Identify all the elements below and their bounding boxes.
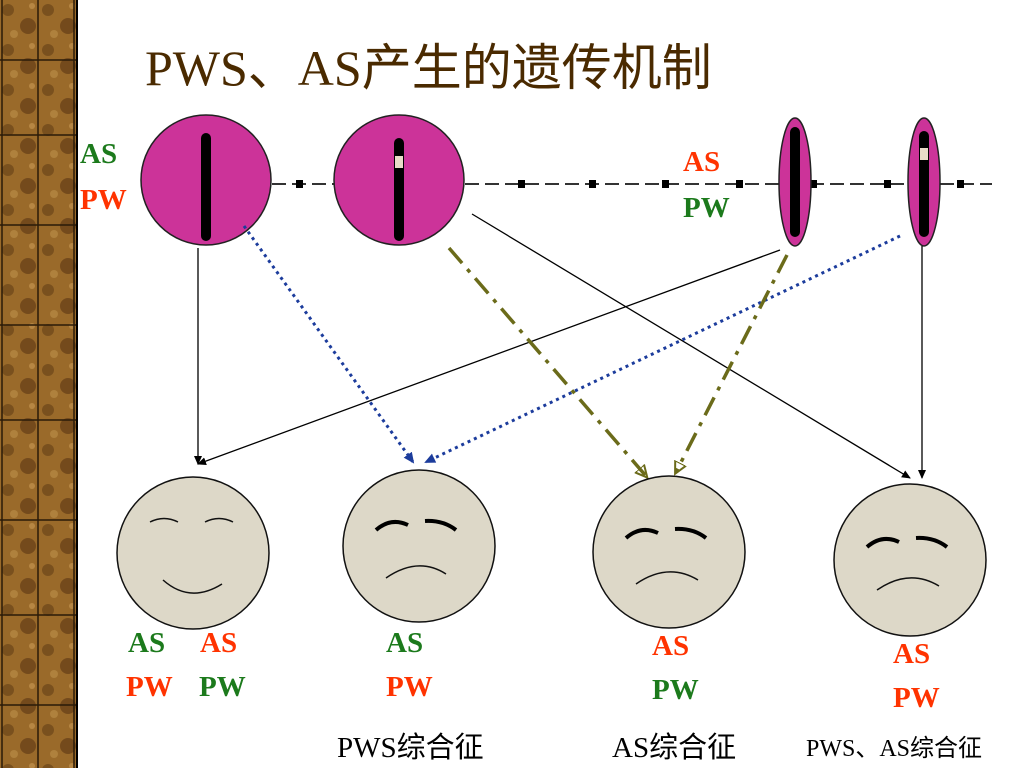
child-normal-label-as-2: AS [200,627,238,659]
caption-as: AS综合征 [612,732,737,764]
parent-left-label-pw: PW [80,184,127,216]
page-title: PWS、AS产生的遗传机制 [145,40,712,96]
child-pws-as-label-as: AS [893,638,931,670]
child-as-label-as: AS [652,630,690,662]
cell-deletion-paternal [907,117,941,247]
child-normal-label-pw-2: PW [199,671,246,703]
caption-pws: PWS综合征 [337,732,484,764]
caption-pws-as: PWS、AS综合征 [806,736,983,762]
parent-left-label-as: AS [80,138,118,170]
parent-right-label-as: AS [683,146,721,178]
child-pws-as-label-pw: PW [893,682,940,714]
child-pws-label-pw: PW [386,671,433,703]
child-normal-label-as-1: AS [128,627,166,659]
cell-normal-paternal [778,117,812,247]
cell-deletion [333,114,465,246]
metaphase-plate-line [272,180,992,188]
child-normal-label-pw-1: PW [126,671,173,703]
cell-normal-maternal [140,114,272,246]
child-as-label-pw: PW [652,674,699,706]
parent-right-label-pw: PW [683,192,730,224]
inheritance-arrows-dashdot [447,246,789,476]
face-normal [116,476,270,630]
face-pws [342,469,496,623]
decorative-wood-sidebar [0,0,78,768]
face-pws-as [833,483,987,637]
face-as [592,475,746,629]
child-pws-label-as: AS [386,627,424,659]
inheritance-arrows-solid [194,213,926,479]
inheritance-arrows-dotted [242,225,901,464]
